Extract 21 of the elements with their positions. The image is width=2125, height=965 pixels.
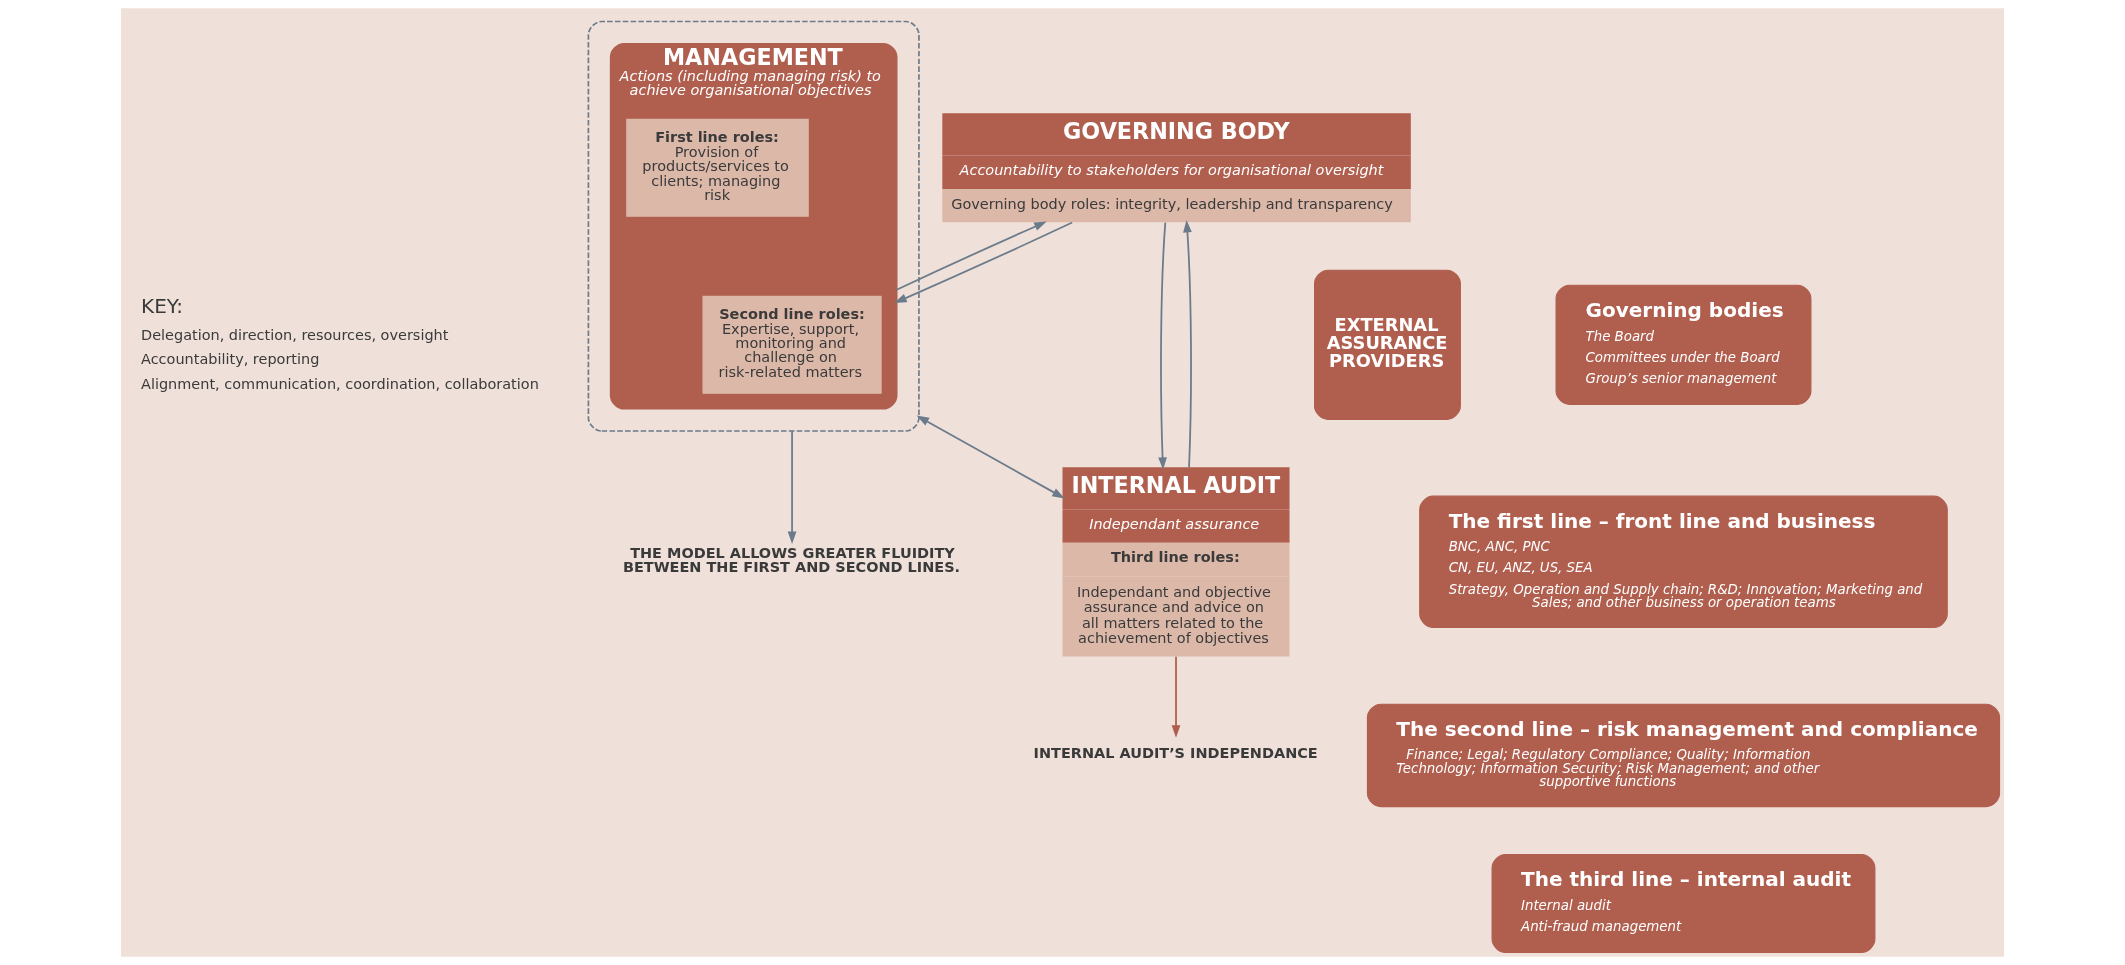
node-box: First line roles: Provision of products/services to clients; managing risk xyxy=(626,118,809,217)
arrow xyxy=(916,415,1065,499)
node-box: The third line – internal audit Internal audit Anti-fraud management xyxy=(1491,853,1876,953)
arrow xyxy=(787,430,797,545)
legend-label: Accountability, reporting xyxy=(141,351,320,368)
arrow xyxy=(895,221,1047,291)
arrow xyxy=(1158,221,1167,470)
legend-label: Delegation, direction, resources, oversight xyxy=(141,326,449,343)
node-box: Second line roles: Expertise, support, monitoring and challenge on risk-related matters xyxy=(702,295,882,394)
node-box: EXTERNAL ASSURANCE PROVIDERS xyxy=(1314,269,1461,420)
node-box: The first line – front line and business BNC, ANC, PNC CN, EU, ANZ, US, SEA Strategy, Operation and Supply chain; R&D; Innovation; Marketing and Sales; and other business or operation teams xyxy=(1419,495,1948,628)
arrow xyxy=(894,221,1074,304)
label: KEY: xyxy=(141,293,184,318)
arrow xyxy=(1183,219,1192,468)
cluster xyxy=(587,20,920,432)
node-text: INTERNAL AUDIT’S INDEPENDANCE xyxy=(1033,745,1318,762)
node-box: Governing bodies The Board Committees under the Board Group’s senior management xyxy=(1555,284,1812,405)
arrow xyxy=(1171,655,1181,738)
legend-label: Alignment, communication, coordination, collaboration xyxy=(141,375,539,392)
node-box: The second line – risk management and compliance Finance; Legal; Regulatory Compliance; Quality; Information Technology; Information Security; Risk Management; and other supportive functions xyxy=(1366,703,2001,808)
node-text: THE MODEL ALLOWS GREATER FLUIDITY BETWEEN THE FIRST AND SECOND LINES. xyxy=(622,544,961,576)
